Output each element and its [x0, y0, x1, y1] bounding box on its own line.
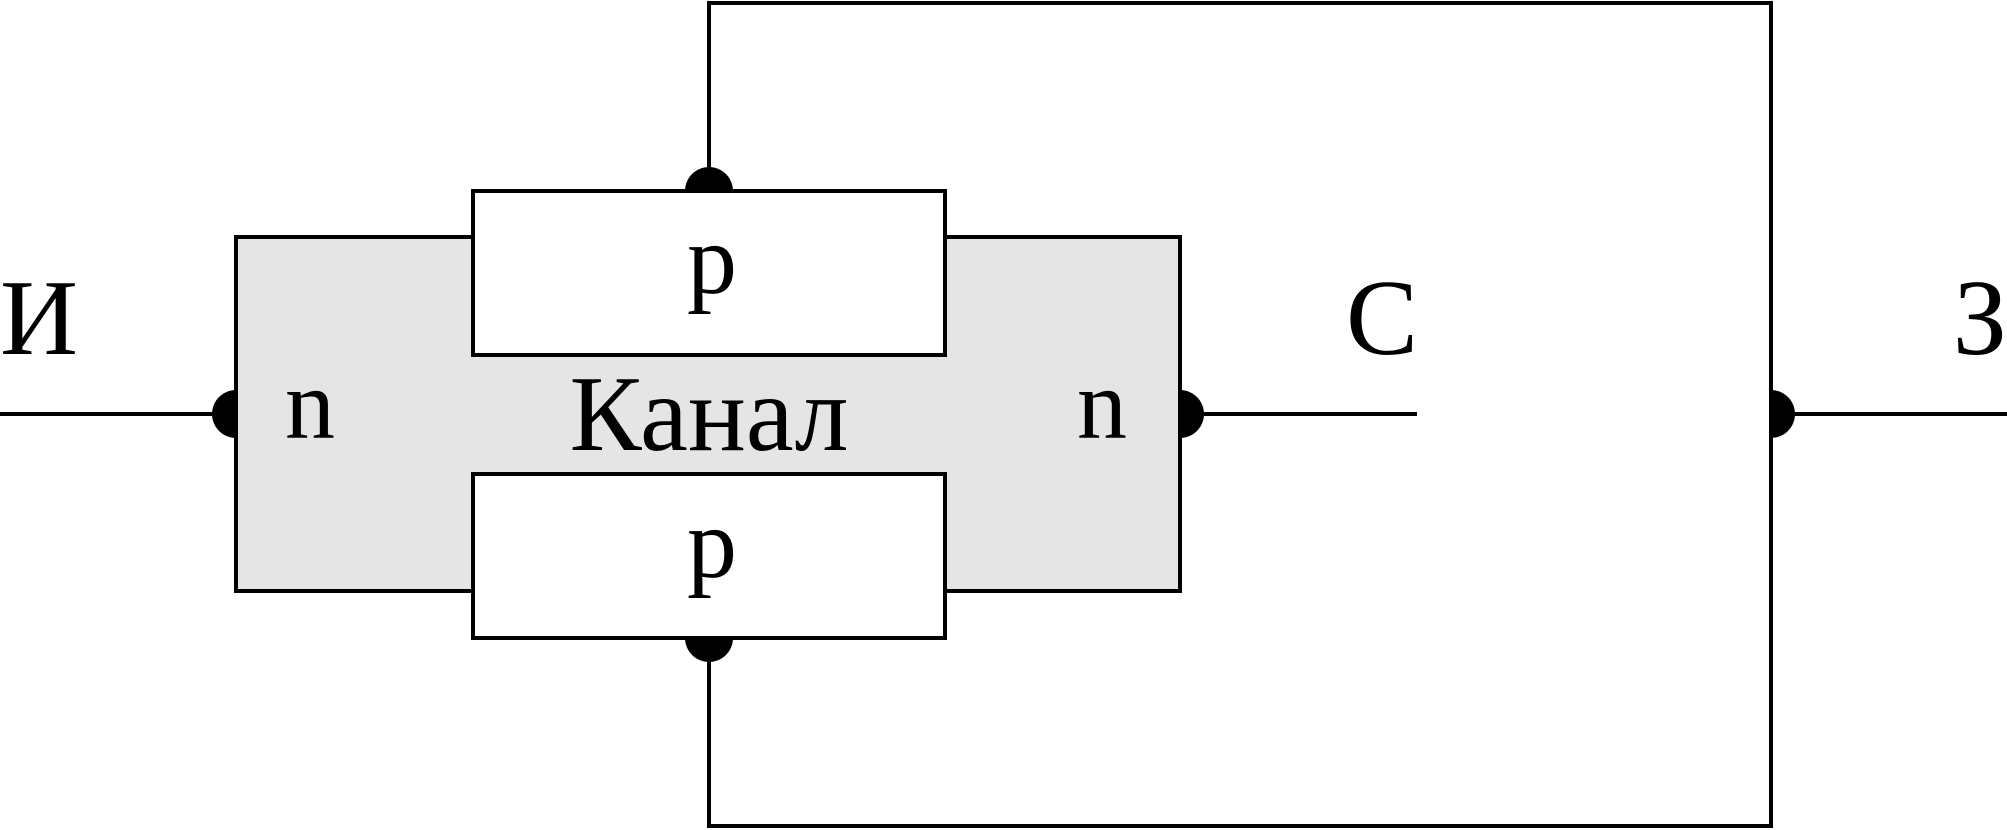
gate-top-contact-dot — [685, 167, 733, 191]
gate-region-bottom — [471, 472, 947, 640]
drain-contact-dot — [1180, 390, 1204, 438]
gate-region-top — [471, 189, 947, 357]
gate-loop-contact-dot — [1771, 390, 1795, 438]
source-contact-dot — [212, 390, 236, 438]
gate-bottom-type-label: p — [687, 488, 737, 599]
gate-top-type-label: p — [687, 204, 737, 315]
source-label: И — [0, 259, 78, 378]
drain-label: С — [1346, 259, 1418, 378]
channel-label: Канал — [569, 355, 848, 474]
gate-bottom-contact-dot — [685, 638, 733, 662]
channel-left-type-label: n — [285, 349, 335, 460]
gate-label: З — [1953, 259, 2007, 378]
channel-right-type-label: n — [1077, 349, 1127, 460]
